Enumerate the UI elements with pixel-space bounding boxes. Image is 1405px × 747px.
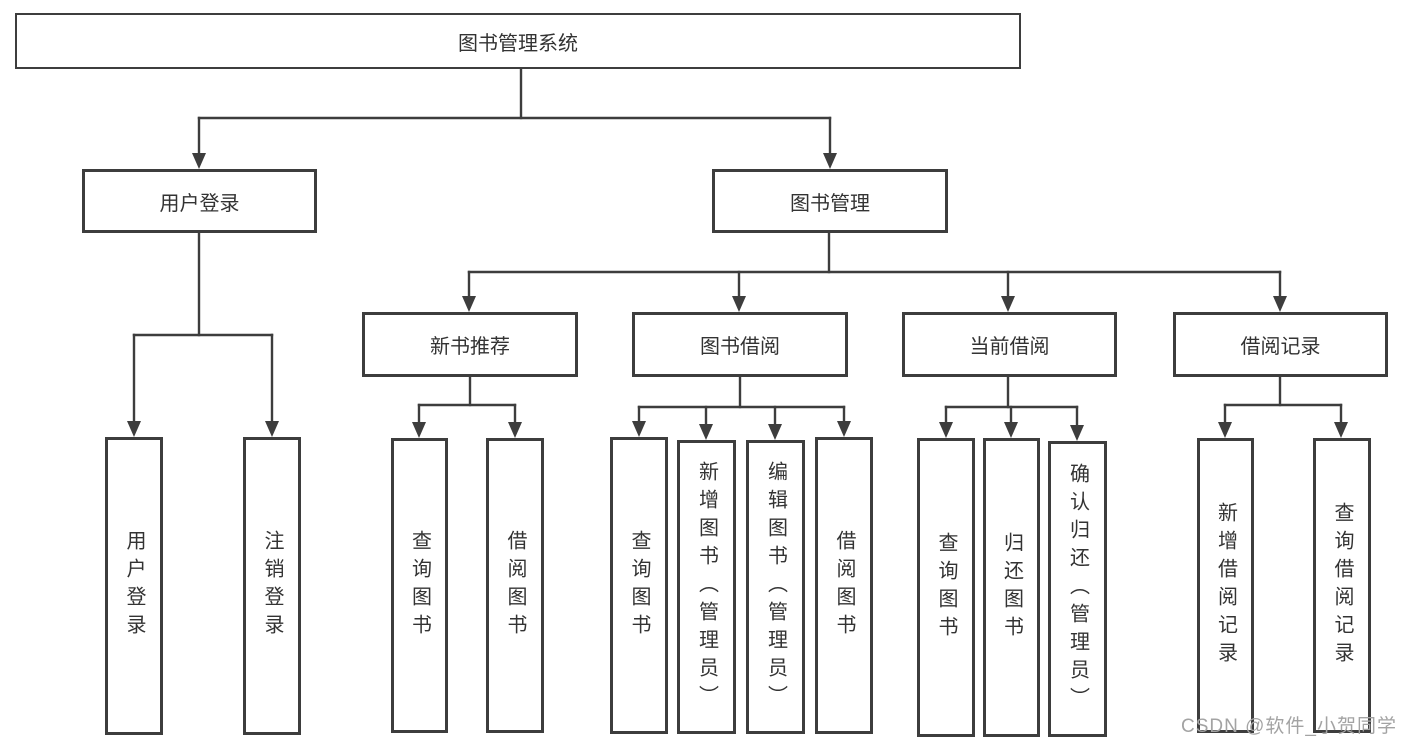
leaf-user-login-label: 用户登录 [123,530,145,642]
leaf-br-query-record: 查询借阅记录 [1313,438,1371,733]
leaf-nb-query-books-label: 查询图书 [408,529,431,642]
leaf-user-login: 用户登录 [105,437,163,735]
leaf-br-query-record-label: 查询借阅记录 [1331,501,1353,670]
leaf-bb-add-books-admin-label: 新增图书（管理员） [695,461,718,713]
leaf-cb-return-books-label: 归还图书 [1000,531,1023,644]
csdn-watermark: CSDN @软件_小贺同学 [1181,716,1397,737]
node-current-borrow: 当前借阅 [902,312,1117,377]
leaf-bb-borrow-books-label: 借阅图书 [833,529,855,642]
leaf-br-add-record-label: 新增借阅记录 [1214,501,1237,670]
leaf-logout-label: 注销登录 [261,530,283,642]
leaf-bb-query-books: 查询图书 [610,437,668,734]
node-current-borrow-label: 当前借阅 [969,336,1050,358]
leaf-bb-borrow-books: 借阅图书 [815,437,873,734]
node-book-mgmt-label: 图书管理 [790,192,870,215]
node-new-book-rec-label: 新书推荐 [430,336,510,358]
node-borrow-records-label: 借阅记录 [1240,336,1321,358]
leaf-br-add-record: 新增借阅记录 [1197,438,1254,733]
leaf-bb-query-books-label: 查询图书 [628,529,650,642]
node-user-login-label: 用户登录 [159,192,240,215]
node-root: 图书管理系统 [15,13,1021,69]
leaf-bb-add-books-admin: 新增图书（管理员） [677,440,736,734]
node-root-label: 图书管理系统 [458,32,578,55]
leaf-bb-edit-books-admin: 编辑图书（管理员） [746,440,805,734]
leaf-cb-query-books-label: 查询图书 [935,531,957,644]
leaf-nb-borrow-books-label: 借阅图书 [504,529,526,642]
node-book-borrow-label: 图书借阅 [700,336,780,358]
leaf-logout: 注销登录 [243,437,301,735]
leaf-bb-edit-books-admin-label: 编辑图书（管理员） [764,461,787,713]
node-new-book-rec: 新书推荐 [362,312,578,377]
leaf-nb-query-books: 查询图书 [391,438,448,733]
node-borrow-records: 借阅记录 [1173,312,1388,377]
node-book-borrow: 图书借阅 [632,312,848,377]
leaf-cb-return-books: 归还图书 [983,438,1040,737]
leaf-nb-borrow-books: 借阅图书 [486,438,544,733]
leaf-cb-confirm-return-admin-label: 确认归还（管理员） [1066,463,1089,715]
node-book-mgmt: 图书管理 [712,169,948,233]
leaf-cb-confirm-return-admin: 确认归还（管理员） [1048,441,1107,737]
node-user-login: 用户登录 [82,169,317,233]
leaf-cb-query-books: 查询图书 [917,438,975,737]
